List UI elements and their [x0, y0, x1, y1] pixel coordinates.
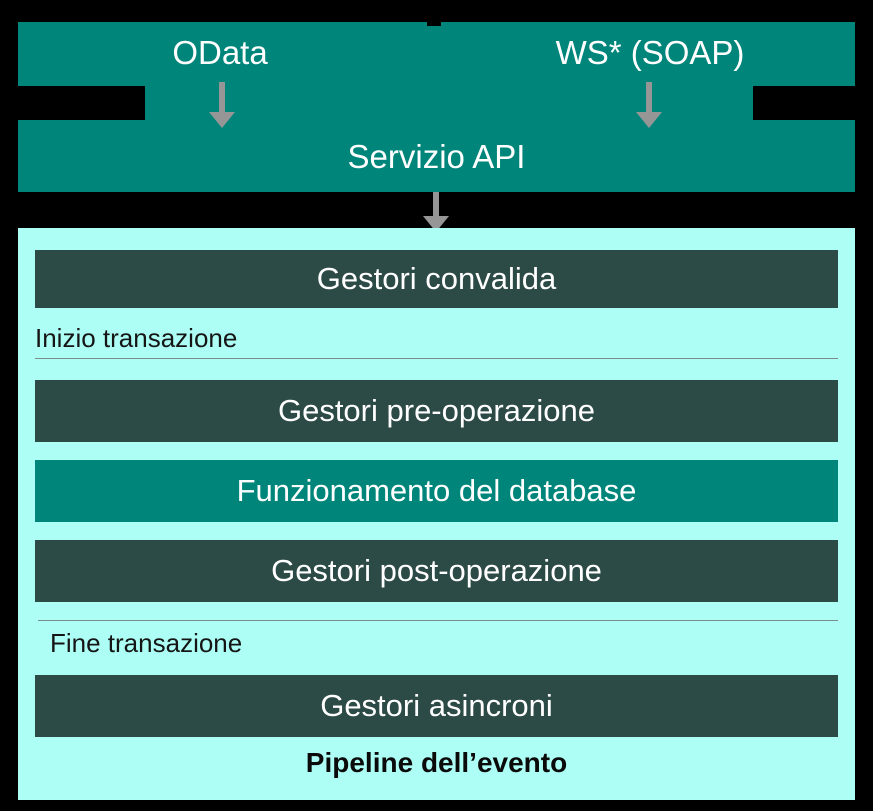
api-service-title: Servizio API [347, 138, 526, 175]
api-service-band [18, 120, 855, 192]
arrow-head [636, 112, 662, 128]
pipeline-stage-post-operation: Gestori post-operazione [35, 540, 838, 602]
protocol-label-odata: OData [172, 34, 268, 71]
down-arrow-icon-odata [209, 82, 235, 128]
transaction-begin-divider [35, 358, 838, 359]
pipeline-stage-pre-operation: Gestori pre-operazione [35, 380, 838, 442]
arrow-shaft [646, 82, 652, 112]
transaction-end-label: Fine transazione [50, 628, 243, 658]
arrow-shaft [219, 82, 225, 112]
arrow-head [209, 112, 235, 128]
down-arrow-icon-soap [636, 82, 662, 128]
event-pipeline-panel: Gestori convalida Inizio transazione Ges… [18, 228, 855, 800]
down-arrow-icon-pipeline [423, 192, 449, 232]
event-pipeline-caption: Pipeline dell’evento [305, 747, 568, 778]
transaction-begin-label: Inizio transazione [35, 323, 238, 353]
api-protocols-band [18, 22, 855, 86]
pipeline-stage-validation: Gestori convalida [35, 250, 838, 308]
pipeline-stage-async: Gestori asincroni [35, 675, 838, 737]
api-service-block: OData WS* (SOAP) Servizio API [18, 0, 855, 192]
top-notch-cutout [427, 0, 441, 26]
protocol-label-soap: WS* (SOAP) [555, 34, 745, 71]
arrow-shaft [433, 192, 439, 216]
transaction-end-divider [38, 620, 838, 621]
pipeline-stage-database-operation: Funzionamento del database [35, 460, 838, 522]
